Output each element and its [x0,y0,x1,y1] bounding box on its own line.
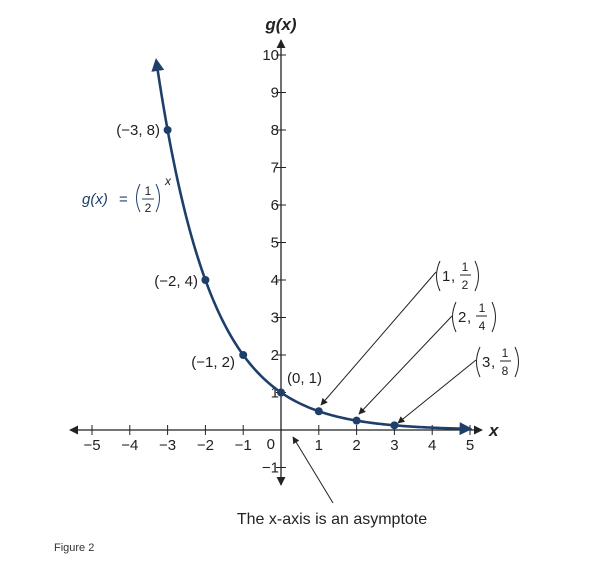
y-tick-label: 3 [271,310,279,327]
svg-text:1: 1 [462,260,469,274]
svg-text:g(x): g(x) [82,191,108,208]
asymptote-annotation: The x-axis is an asymptote [237,511,427,528]
data-point [314,407,323,416]
pointer-arrow-3 [397,359,477,424]
x-tick-label: −3 [159,437,176,454]
svg-text:2: 2 [462,278,469,292]
point-label-neg1: (−1, 2) [191,354,235,371]
svg-text:1: 1 [502,346,509,360]
svg-text:x: x [164,174,172,188]
asymptote-arrow [292,436,334,504]
x-tick-label: −4 [121,437,138,454]
x-tick-label: 3 [390,437,398,454]
x-tick-label: 1 [315,437,323,454]
origin-label: 0 [267,436,275,453]
data-point [277,388,285,397]
point-label-2: 2 , 1 4 [452,301,496,333]
exponential-curve [151,58,473,436]
y-tick-label: −1 [262,460,279,477]
data-point [201,276,210,284]
svg-text:3: 3 [482,354,490,371]
point-label-3: 3 , 1 8 [476,346,519,378]
svg-text:4: 4 [479,319,486,333]
data-point [239,351,248,359]
svg-text:1: 1 [145,184,152,198]
x-tick-label: −5 [83,437,100,454]
pointer-arrow-1 [320,271,437,406]
y-tick-label: 7 [271,160,279,177]
svg-text:,: , [491,354,495,371]
y-tick-label: 6 [271,197,279,214]
y-tick-label: 5 [271,235,279,252]
svg-text:8: 8 [502,364,509,378]
y-tick-label: 10 [262,47,279,64]
point-label-neg2: (−2, 4) [154,273,198,290]
svg-text:1: 1 [442,268,450,285]
x-axis-title: x [488,421,500,440]
y-tick-label: 4 [271,272,279,289]
x-tick-label: 2 [352,437,360,454]
function-label: g(x) = 1 2 x [82,174,172,215]
svg-text:,: , [451,268,455,285]
x-ticks: −5 −4 −3 −2 −1 1 2 3 4 5 [83,425,474,454]
y-tick-label: 9 [271,85,279,102]
data-point [163,126,172,134]
point-label-0: (0, 1) [287,370,322,387]
x-tick-label: 5 [466,437,474,454]
figure-caption: Figure 2 [54,542,95,554]
data-point [352,416,361,425]
svg-text:=: = [119,191,128,208]
svg-text:2: 2 [458,309,466,326]
y-tick-label: 8 [271,122,279,139]
x-tick-label: −2 [197,437,214,454]
data-points [163,126,399,430]
x-tick-label: 4 [428,437,436,454]
data-point [390,421,399,430]
point-label-1: 1 , 1 2 [436,260,479,292]
point-label-neg3: (−3, 8) [116,122,160,139]
pointer-arrow-2 [358,315,453,415]
svg-text:1: 1 [479,301,486,315]
y-axis-title: g(x) [264,15,297,34]
svg-text:,: , [467,309,471,326]
x-tick-label: −1 [235,437,252,454]
y-tick-label: 2 [271,347,279,364]
svg-text:2: 2 [145,201,152,215]
